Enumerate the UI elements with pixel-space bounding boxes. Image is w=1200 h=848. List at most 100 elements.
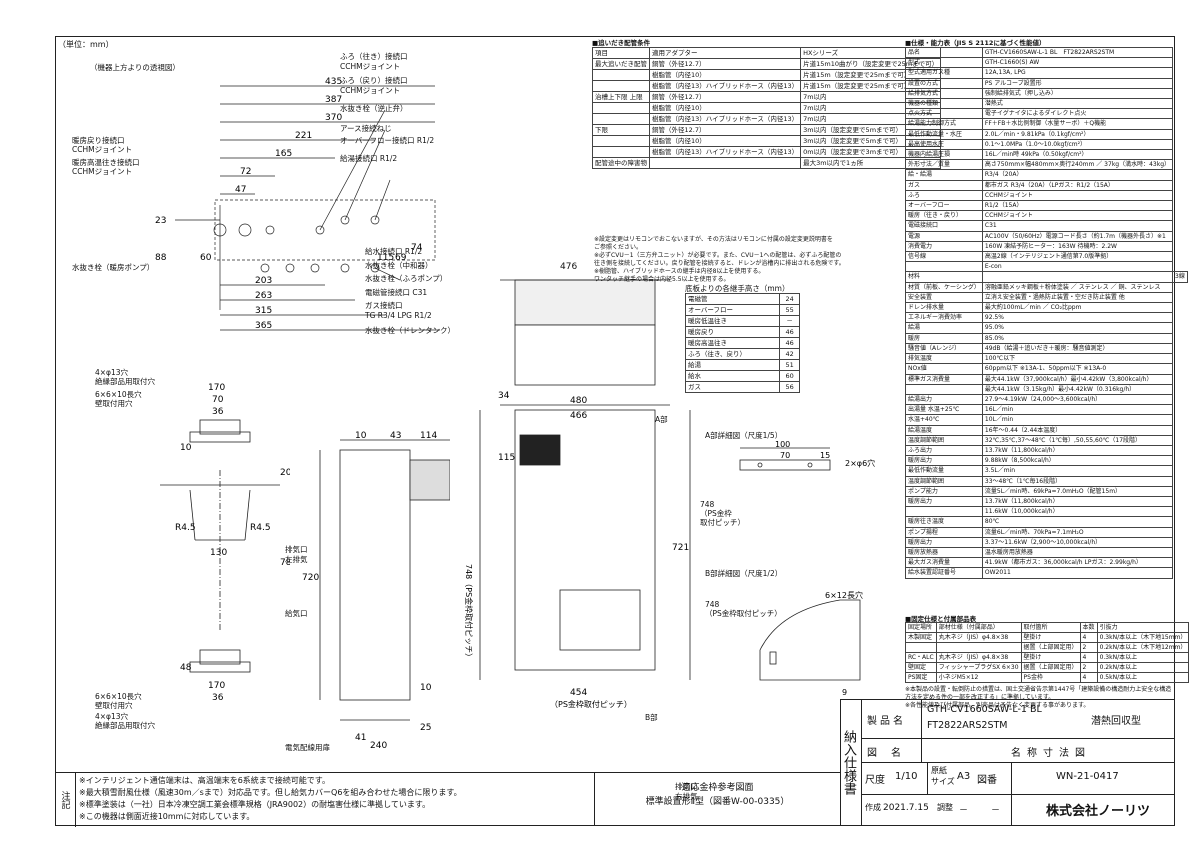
- spec-row-cell: 12A,13A, LPG: [981, 67, 1174, 79]
- fix-header-row-cell: 固定場所: [905, 622, 937, 633]
- dim-47: 47: [235, 185, 246, 195]
- date-label: 作成: [865, 803, 881, 812]
- fix-note: 方法を定める件の一部を改正する」に準拠しています。: [905, 694, 1055, 701]
- spec-row-cell: 都市ガス R3/4（20A）（LPガス：R1/2（15A）: [981, 179, 1174, 191]
- spec-row-cell: R3/4（20A）: [981, 169, 1174, 181]
- spec-row-cell: 暖房出力: [905, 455, 983, 467]
- spec-row: 11.6kW（10,000kcal/h）: [905, 506, 1188, 518]
- spec-row-cell: 最低作動流量: [905, 465, 983, 477]
- spec-row-cell: 最低作動流量・水圧: [905, 128, 983, 140]
- fix-row-cell: 4: [1079, 632, 1098, 643]
- fix-row-cell: 0.2kN/本以上: [1096, 662, 1190, 673]
- heights-row-cell: 電磁管: [684, 293, 781, 305]
- spec-row-cell: 100℃以下: [981, 353, 1174, 365]
- piping-row: 最大追いだき配管銅管（外径12.7）片道15m10曲がり（設定変更で25mまで可…: [592, 58, 942, 70]
- bracket-dim-bot-170: 170: [208, 681, 225, 691]
- bracket-dim-130: 130: [210, 548, 227, 558]
- fix-notes: ※本製品の設置・転倒防止の措置は、国土交通省告示第1447号「建築設備の構造耐力…: [905, 686, 1171, 710]
- spec-row-cell: 最大44.1kW（37,900kcal/h）最小4.42kW（3,800kcal…: [981, 373, 1174, 385]
- spec-row-cell: 92.5%: [981, 312, 1174, 324]
- dim-435: 435: [325, 77, 342, 87]
- spec-row-cell: 立消え安全装置・過熱防止装置・空だき防止装置 他: [981, 291, 1174, 304]
- paper-size: A3: [957, 771, 971, 782]
- piping-row: 樹脂管（内径13）ハイブリッドホース（内径13）0m以内（設定変更で3mまで可）: [592, 146, 942, 158]
- spec-row-cell: 60ppm以下 ※13A-1、50ppm以下 ※13A-0: [981, 363, 1174, 375]
- top-connector-labels: ふろ（往き）接続口 CCHMジョイント ふろ（戻り）接続口 CCHMジョイント …: [340, 52, 434, 164]
- piping-row-cell: [592, 146, 650, 158]
- spec-row-cell: 85.0%: [981, 332, 1174, 344]
- piping-note: ワンタッチ継手の場合は内径5.5以上を使用する。: [594, 276, 730, 283]
- label-pipe-c31: 電磁管接続口 C31: [365, 287, 428, 297]
- bracket-dim-bot-48: 48: [180, 663, 192, 673]
- fix-row-cell: 0.5kN/本以上: [1096, 672, 1190, 683]
- drawing-number: WN-21-0417: [1056, 771, 1119, 782]
- spec-row-cell: 給水装置認証番号: [905, 567, 983, 579]
- spec-row-cell: 型式適用ガス種: [905, 67, 983, 79]
- divider-3: [927, 762, 928, 794]
- piping-title: ■追いだき配管条件: [592, 39, 651, 47]
- spec-row-cell: 16L／min時 49kPa（0.50kgf/cm²）: [981, 149, 1174, 161]
- spec-row-cell: 機器の種類: [905, 98, 983, 110]
- piping-row: 樹脂管（内径10）7m以内: [592, 102, 942, 114]
- spec-row-cell: 電子イグナイタによるダイレクト点火: [981, 108, 1174, 120]
- top-view-title: （機器上方よりの透視図）: [90, 63, 180, 72]
- spec-row-cell: [981, 271, 1174, 283]
- spec-row-cell: CCHMジョイント: [981, 189, 1174, 202]
- heights-row-cell: 60: [779, 370, 800, 382]
- bracket-dim-36: 36: [212, 407, 224, 417]
- label-drain-valve: 水抜き栓（逆止弁）: [340, 104, 408, 113]
- detail-b-ps: （PS金枠取付ピッチ）: [705, 609, 782, 618]
- front-dim-454: 454: [570, 688, 587, 698]
- spec-row-cell: 安全装置: [905, 291, 983, 304]
- fix-row-cell: 壁掛け: [1020, 632, 1081, 643]
- spec-row-cell: 出湯量 水温+25℃: [905, 404, 983, 416]
- detail-a-dim-748: 748: [700, 500, 715, 509]
- spec-row-cell: 10L／min: [981, 414, 1174, 426]
- spec-row: 暖房放熱器温水暖房用放熱器: [905, 546, 1188, 559]
- fix-row-cell: 木製固定: [905, 632, 937, 643]
- fix-row-cell: [935, 642, 1022, 653]
- bracket-dim-170: 170: [208, 383, 225, 393]
- dim-88: 88: [155, 253, 167, 263]
- side-dim-240: 240: [370, 741, 387, 750]
- detail-b-title: B部詳細図（尺度1/2）: [705, 569, 783, 578]
- heights-row-cell: 42: [779, 348, 800, 360]
- detail-b-pitch: 748 （PS金枠取付ピッチ）: [705, 600, 782, 618]
- note-item: ※最大積雪耐風仕様（風速30m／sまで）対応品です。但し給気カバーQ6を組み合わ…: [79, 788, 462, 797]
- piping-row: 下限銅管（外径12.7）3m以内（設定変更で5mまで可）: [592, 124, 942, 136]
- piping-row-cell: [648, 157, 802, 169]
- fix-row-cell: 小ネジM5×12: [935, 672, 1022, 683]
- spec-row-cell: 13.7kW（11,800kcal/h）: [981, 444, 1174, 457]
- note-item: ※この機器は側面近接10mmに対応しています。: [79, 812, 255, 821]
- fix-row-cell: 0.3kN/本以上（木下地15mm）: [1096, 632, 1190, 643]
- company-name: 株式会社ノーリツ: [1046, 804, 1151, 819]
- bracket-labels-bottom: 6×6×10長穴 壁取付用穴 4×φ13穴 絶縁部品用取付穴: [95, 692, 155, 730]
- piping-row: 樹脂管（内径10）片道15m（設定変更で25mまで可）: [592, 69, 942, 81]
- fix-row-cell: 壁掛け: [1020, 652, 1081, 663]
- heights-row-cell: ふろ（往き、戻り）: [684, 348, 781, 360]
- bracket-dim-10: 10: [180, 443, 192, 453]
- spec-row-cell: E-con: [981, 261, 1174, 273]
- piping-row-cell: 治槽上下限 上限: [592, 91, 650, 103]
- piping-note: ※必ずCVU－1（三方弁ユニット）が必要です。また、CVU－1への配管は、必ずふ…: [594, 252, 842, 259]
- label-hot-water: 給湯接続口 R1/2: [340, 154, 398, 163]
- bracket-dim-bot-36: 36: [212, 693, 224, 703]
- spec-row-cell: 温度調節範囲: [905, 475, 983, 487]
- heights-row-cell: オーバーフロー: [684, 304, 781, 316]
- spec-row-cell: 80℃: [981, 516, 1174, 528]
- fix-note: ※本製品の設置・転倒防止の措置は、国土交通省告示第1447号「建築設備の構造耐力…: [905, 686, 1172, 693]
- spec-row-cell: OW2011: [981, 567, 1174, 579]
